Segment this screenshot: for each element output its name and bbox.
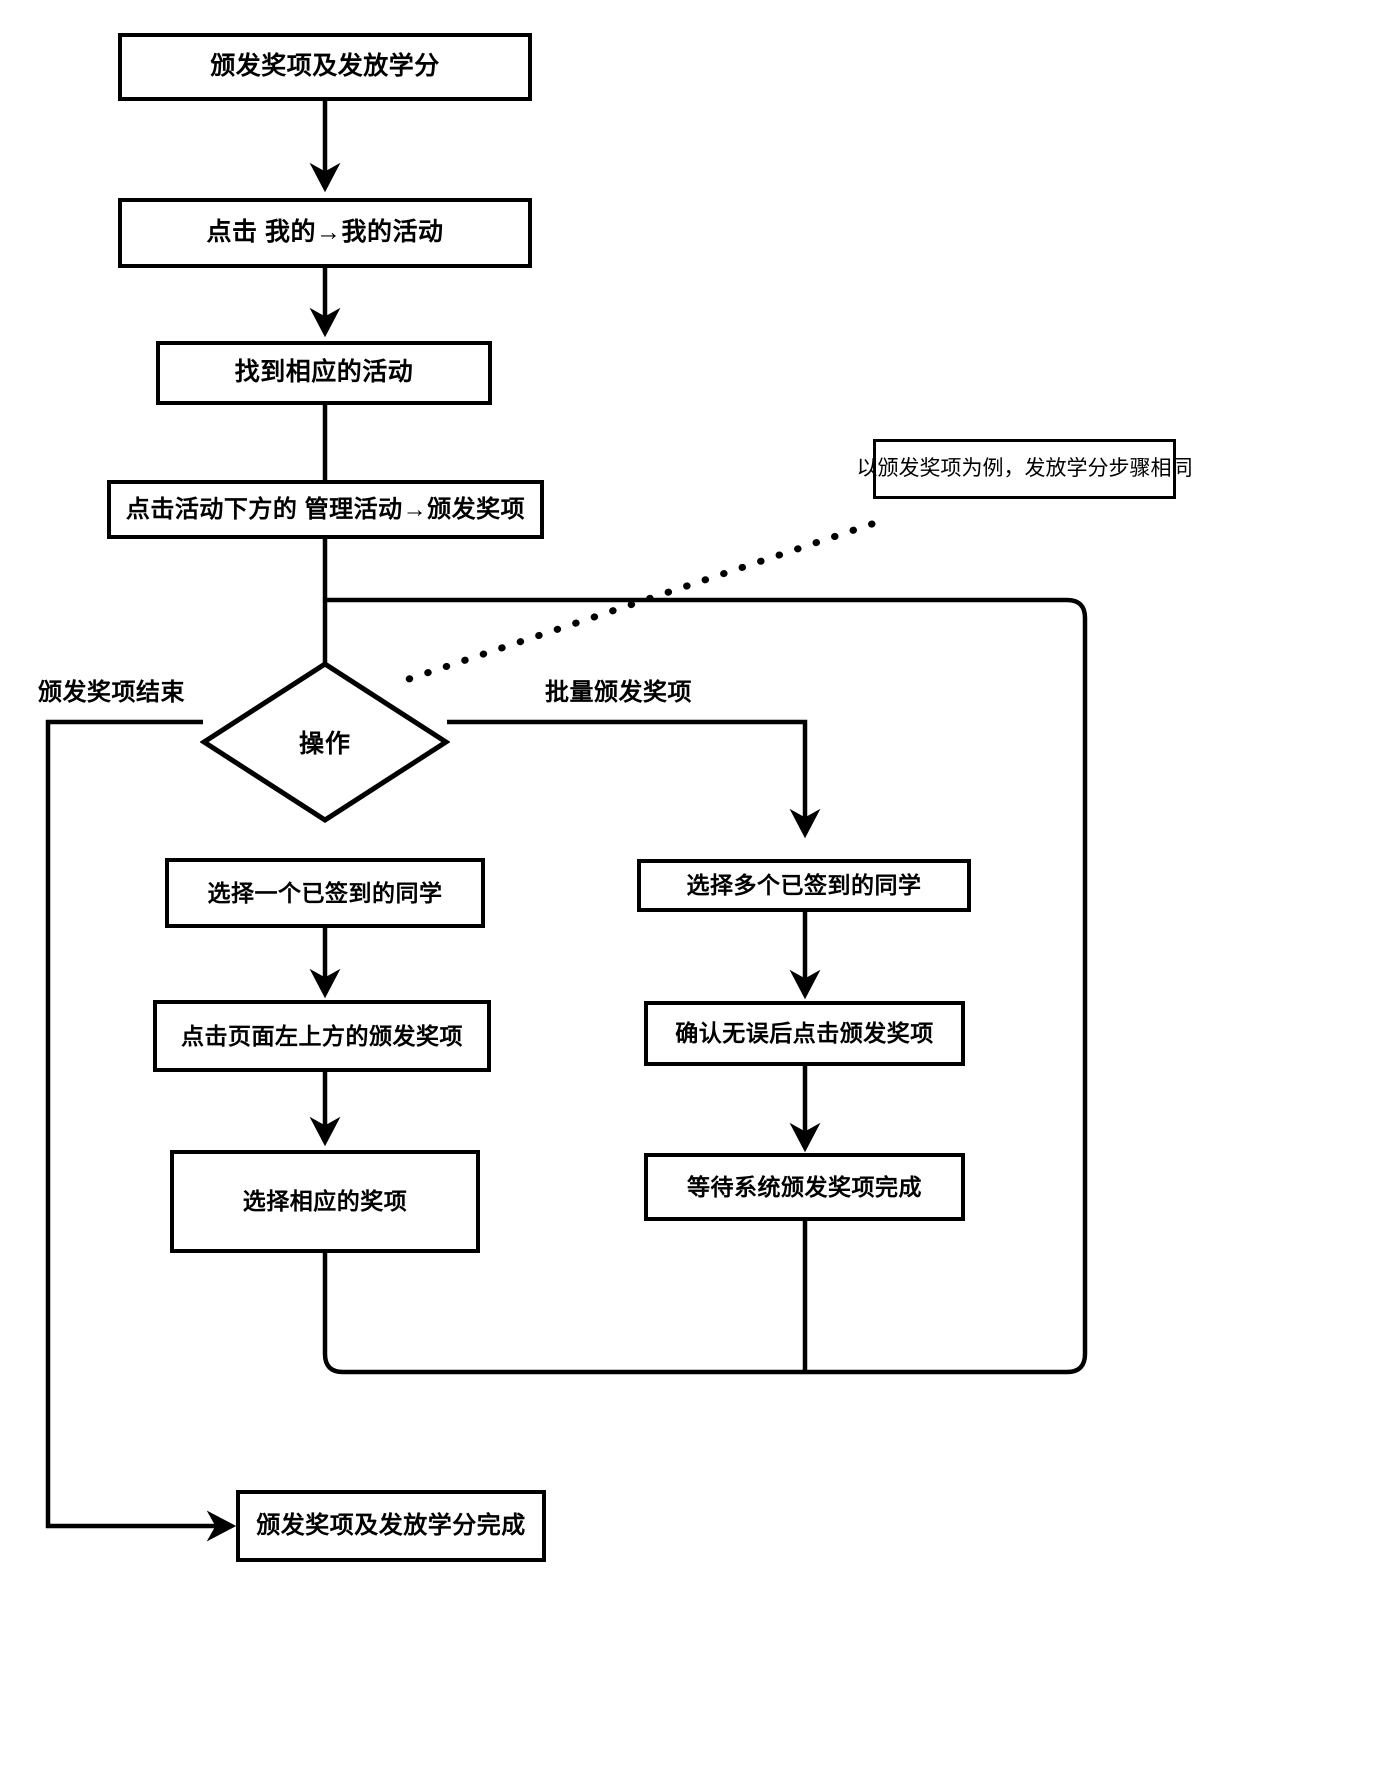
node-wait-system-label: 等待系统颁发奖项完成: [687, 1173, 922, 1200]
edge-label-branch-batch: 批量颁发奖项: [545, 679, 692, 706]
node-end-label: 颁发奖项及发放学分完成: [256, 1512, 526, 1539]
edge-decision-right-to-rightcol: [447, 719, 821, 839]
node-start[interactable]: 颁发奖项及发放学分: [118, 33, 532, 101]
node-select-award[interactable]: 选择相应的奖项: [170, 1150, 480, 1253]
node-select-many-students[interactable]: 选择多个已签到的同学: [637, 859, 971, 912]
node-select-one-student-label: 选择一个已签到的同学: [207, 879, 443, 906]
node-end[interactable]: 颁发奖项及发放学分完成: [236, 1490, 546, 1562]
edge-loopback: [322, 597, 1088, 1375]
node-confirm-click-award[interactable]: 确认无误后点击颁发奖项: [644, 1001, 965, 1066]
node-manage-activity-label: 点击活动下方的 管理活动→颁发奖项: [125, 495, 526, 523]
edge-label-branch-end: 颁发奖项结束: [38, 679, 185, 706]
node-confirm-click-award-label: 确认无误后点击颁发奖项: [675, 1020, 934, 1047]
edge-decision-left-to-end: [45, 719, 237, 1542]
node-click-award-topleft[interactable]: 点击页面左上方的颁发奖项: [153, 1000, 491, 1072]
node-select-award-label: 选择相应的奖项: [242, 1188, 408, 1215]
node-click-award-topleft-label: 点击页面左上方的颁发奖项: [181, 1022, 463, 1049]
node-note-label: 以颁发奖项为例，发放学分步骤相同: [856, 456, 1193, 480]
node-decision[interactable]: 操作: [199, 660, 451, 824]
node-start-label: 颁发奖项及发放学分: [210, 52, 440, 81]
decision-diamond-shape: [199, 661, 451, 823]
node-click-my-activity-label: 点击 我的→我的活动: [206, 218, 444, 247]
node-note: 以颁发奖项为例，发放学分步骤相同: [857, 439, 1193, 499]
edge-note-dotted: [396, 520, 876, 686]
node-select-many-students-label: 选择多个已签到的同学: [686, 872, 922, 899]
node-manage-activity[interactable]: 点击活动下方的 管理活动→颁发奖项: [107, 480, 544, 539]
node-wait-system[interactable]: 等待系统颁发奖项完成: [644, 1153, 965, 1221]
node-click-my-activity[interactable]: 点击 我的→我的活动: [118, 198, 532, 268]
node-select-one-student[interactable]: 选择一个已签到的同学: [165, 858, 485, 928]
node-find-activity-label: 找到相应的活动: [234, 358, 414, 387]
node-find-activity[interactable]: 找到相应的活动: [156, 341, 492, 405]
node-decision-label: 操作: [298, 730, 351, 758]
